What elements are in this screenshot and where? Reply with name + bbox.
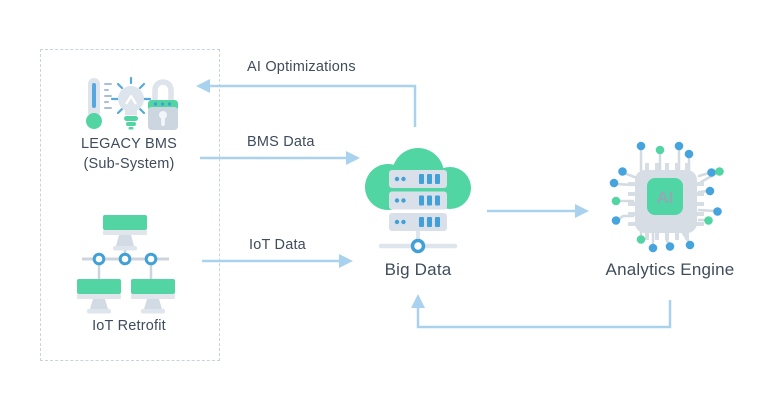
lightbulb-icon <box>110 76 152 130</box>
analytics-engine-label: Analytics Engine <box>605 260 735 279</box>
ai-chip-icon: AI <box>609 141 724 253</box>
chip-pins <box>628 163 704 240</box>
network-node-dots <box>92 252 158 266</box>
big-data-label: Big Data <box>384 260 452 279</box>
legacy-bms-label-line1: LEGACY BMS <box>80 136 178 152</box>
big-data-to-analytics-arrow <box>487 204 589 218</box>
analytics-to-big-data-arrow <box>411 294 672 329</box>
legacy-bms-label-line2: (Sub-System) <box>83 156 175 172</box>
circuit-dots-blue <box>609 141 722 253</box>
big-data-icon <box>365 148 471 254</box>
iot-retrofit-icon <box>77 215 175 314</box>
monitor-icon-right <box>131 279 175 314</box>
thermometer-icon <box>86 78 112 129</box>
iot-data-arrow <box>202 254 353 268</box>
ai-optimizations-arrow <box>196 79 417 127</box>
chip-core <box>647 178 683 215</box>
circuit-dots-green <box>611 145 724 244</box>
bms-data-arrow <box>200 151 360 165</box>
iot-retrofit-label: IoT Retrofit <box>92 318 166 334</box>
iot-data-label: IoT Data <box>249 237 306 253</box>
legacy-bms-label: LEGACY BMS (Sub-System) <box>40 134 218 174</box>
server-stack-icon <box>389 170 447 231</box>
bms-data-label: BMS Data <box>247 134 315 150</box>
ai-chip-text: AI <box>657 188 674 207</box>
server-stand <box>378 231 458 254</box>
monitor-icon-left <box>77 279 121 314</box>
legacy-systems-group-outline <box>40 49 220 361</box>
legacy-bms-icon <box>86 76 178 130</box>
padlock-icon <box>148 79 178 130</box>
ai-optimizations-label: AI Optimizations <box>247 59 356 75</box>
monitor-icon-top <box>103 215 147 251</box>
